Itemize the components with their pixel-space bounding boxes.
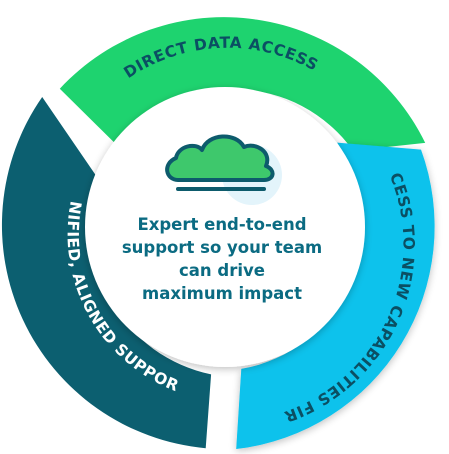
center-line-3: can drive [179,261,265,280]
center-disk [85,87,365,367]
center-line-4: maximum impact [142,284,302,303]
center-message: Expert end-to-end support so your team c… [104,213,340,305]
center-line-2: support so your team [121,238,323,257]
segment-unified-aligned-support [1,97,212,449]
segment-access-to-new-capabilities [236,142,435,449]
cloud-icon [165,134,282,205]
center-line-1: Expert end-to-end [137,215,307,234]
segment-direct-data-access [59,17,426,151]
